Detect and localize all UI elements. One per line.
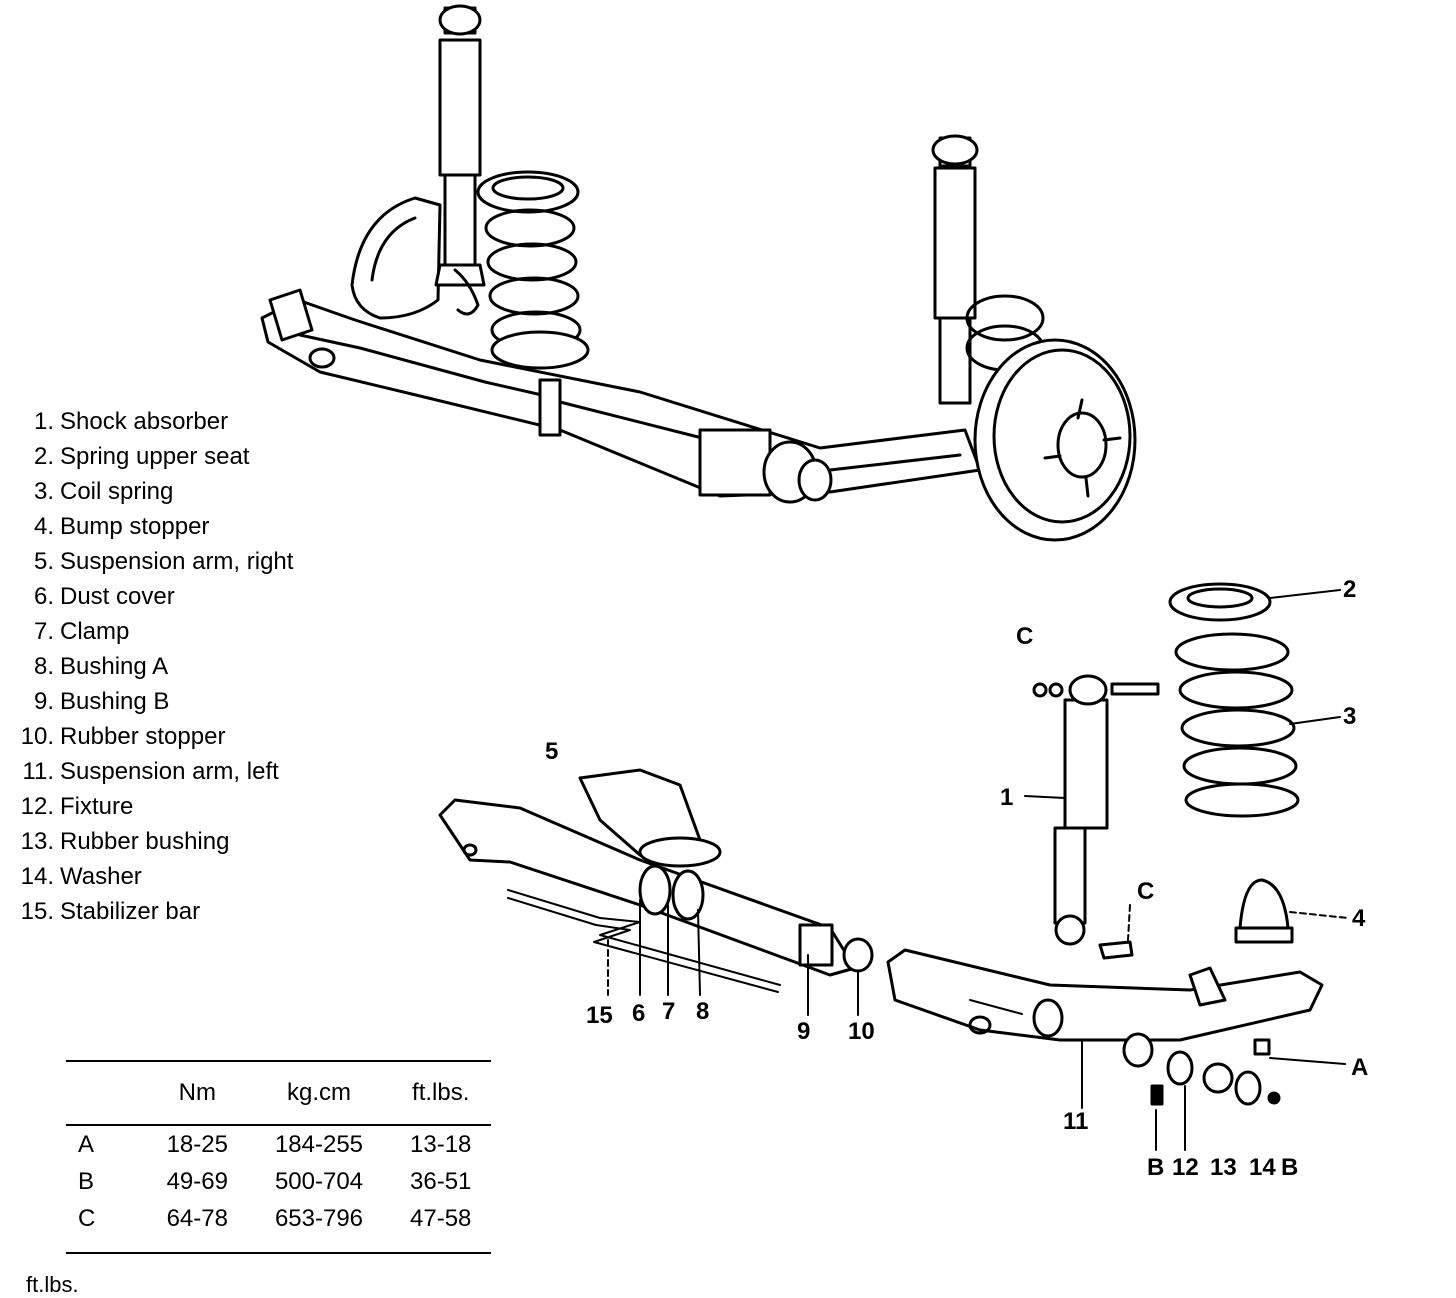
legend-label: Spring upper seat bbox=[60, 443, 250, 470]
legend-label: Rubber stopper bbox=[60, 723, 226, 750]
parts-legend: 1.Shock absorber 2.Spring upper seat 3.C… bbox=[4, 404, 294, 929]
callout-2: 2 bbox=[1343, 576, 1357, 603]
legend-item: 2.Spring upper seat bbox=[4, 439, 293, 474]
callout-5: 5 bbox=[545, 738, 559, 765]
legend-item: 13.Rubber bushing bbox=[4, 824, 293, 859]
legend-label: Shock absorber bbox=[60, 408, 229, 435]
callout-10: 10 bbox=[848, 1018, 875, 1045]
legend-number: 7. bbox=[33, 618, 54, 645]
legend-number: 11. bbox=[22, 758, 54, 785]
legend-item: 15.Stabilizer bar bbox=[4, 894, 293, 929]
legend-label: Bushing B bbox=[60, 688, 170, 715]
callout-1: 1 bbox=[1000, 784, 1014, 811]
table-cell: 64-78 bbox=[166, 1204, 228, 1232]
legend-item: 5.Suspension arm, right bbox=[4, 544, 293, 579]
table-header: ft.lbs. bbox=[412, 1079, 470, 1106]
legend-number: 9. bbox=[33, 688, 54, 715]
table-cell: B bbox=[78, 1167, 95, 1195]
table-header: kg.cm bbox=[286, 1079, 351, 1106]
table-cell: 500-704 bbox=[274, 1167, 364, 1195]
table-cell: 49-69 bbox=[166, 1167, 228, 1195]
legend-item: 3.Coil spring bbox=[4, 474, 293, 509]
table-cell: 653-796 bbox=[274, 1204, 364, 1232]
legend-number: 5. bbox=[33, 548, 54, 575]
callout-c-upper: C bbox=[1016, 623, 1034, 650]
legend-number: 15. bbox=[20, 898, 54, 925]
table-cell: 184-255 bbox=[274, 1130, 364, 1158]
legend-item: 12.Fixture bbox=[4, 789, 293, 824]
table-header bbox=[66, 1061, 147, 1125]
footer-unit-label: ft.lbs. bbox=[26, 1272, 79, 1297]
legend-label: Coil spring bbox=[60, 478, 174, 505]
legend-item: 4.Bump stopper bbox=[4, 509, 293, 544]
table-cell: 36-51 bbox=[410, 1167, 472, 1195]
table-row: B 49-69 500-704 36-51 bbox=[66, 1163, 491, 1200]
table-row: A 18-25 184-255 13-18 bbox=[66, 1125, 491, 1163]
assembled-axle bbox=[260, 4, 1137, 542]
legend-label: Stabilizer bar bbox=[60, 898, 201, 925]
legend-label: Suspension arm, right bbox=[60, 548, 294, 575]
torque-spec-table: Nm kg.cm ft.lbs. A 18-25 184-255 13-18 B… bbox=[66, 1060, 491, 1248]
legend-number: 14. bbox=[20, 863, 54, 890]
legend-number: 12. bbox=[20, 793, 54, 820]
table-cell: 13-18 bbox=[410, 1130, 472, 1158]
callout-13: 13 bbox=[1210, 1154, 1237, 1181]
legend-number: 13. bbox=[20, 828, 54, 855]
legend-label: Dust cover bbox=[60, 583, 175, 610]
callout-8: 8 bbox=[696, 998, 710, 1025]
legend-label: Clamp bbox=[60, 618, 130, 645]
legend-item: 8.Bushing A bbox=[4, 649, 293, 684]
legend-number: 2. bbox=[33, 443, 54, 470]
callout-a: A bbox=[1351, 1054, 1369, 1081]
callout-4: 4 bbox=[1352, 905, 1366, 932]
table-header: Nm bbox=[178, 1079, 216, 1106]
legend-item: 11.Suspension arm, left bbox=[4, 754, 293, 789]
legend-number: 6. bbox=[33, 583, 54, 610]
exploded-parts bbox=[438, 582, 1349, 1151]
table-bottom-rule bbox=[66, 1252, 491, 1254]
legend-label: Rubber bushing bbox=[60, 828, 230, 855]
table-row: C 64-78 653-796 47-58 bbox=[66, 1200, 491, 1248]
callout-11: 11 bbox=[1063, 1108, 1089, 1135]
callout-3: 3 bbox=[1343, 703, 1357, 730]
callout-c-lower: C bbox=[1137, 878, 1155, 905]
legend-number: 1. bbox=[33, 408, 54, 435]
callout-14: 14 bbox=[1249, 1154, 1276, 1181]
legend-number: 3. bbox=[33, 478, 54, 505]
table-cell: 18-25 bbox=[166, 1130, 228, 1158]
callout-12: 12 bbox=[1172, 1154, 1199, 1181]
legend-item: 1.Shock absorber bbox=[4, 404, 293, 439]
legend-label: Suspension arm, left bbox=[60, 758, 279, 785]
legend-item: 9.Bushing B bbox=[4, 684, 293, 719]
legend-item: 14.Washer bbox=[4, 859, 293, 894]
legend-label: Washer bbox=[60, 863, 142, 890]
callout-b-right: B bbox=[1281, 1154, 1299, 1181]
table-cell: C bbox=[78, 1204, 96, 1232]
callout-6: 6 bbox=[632, 1000, 646, 1027]
legend-item: 10.Rubber stopper bbox=[4, 719, 293, 754]
legend-number: 10. bbox=[20, 723, 54, 750]
callout-7: 7 bbox=[662, 998, 676, 1025]
legend-label: Fixture bbox=[60, 793, 134, 820]
legend-number: 4. bbox=[33, 513, 54, 540]
callout-b-left: B bbox=[1147, 1154, 1165, 1181]
table-cell: A bbox=[78, 1130, 95, 1158]
callout-9: 9 bbox=[797, 1018, 811, 1045]
table-header-row: Nm kg.cm ft.lbs. bbox=[66, 1061, 491, 1125]
legend-label: Bump stopper bbox=[60, 513, 210, 540]
table-cell: 47-58 bbox=[410, 1204, 472, 1232]
legend-item: 6.Dust cover bbox=[4, 579, 293, 614]
legend-label: Bushing A bbox=[60, 653, 169, 680]
legend-number: 8. bbox=[33, 653, 54, 680]
legend-item: 7.Clamp bbox=[4, 614, 293, 649]
callout-15: 15 bbox=[586, 1002, 613, 1029]
